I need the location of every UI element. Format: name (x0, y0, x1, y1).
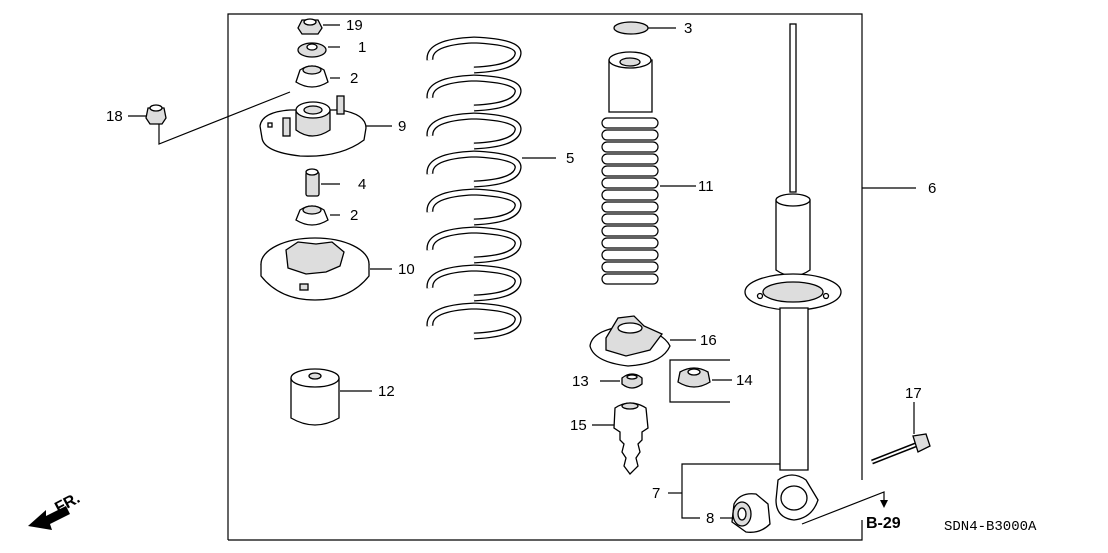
part-1-washer (297, 42, 327, 58)
callout-4: 4 (358, 176, 366, 193)
part-15-bump-rubber (613, 402, 649, 475)
callout-8: 8 (706, 510, 714, 527)
part-2-lower-bushing (295, 205, 329, 226)
callout-3: 3 (684, 20, 692, 37)
reference-label: B-29 (866, 515, 901, 532)
part-13-washer (621, 373, 643, 389)
part-10-spring-seat (260, 237, 370, 301)
part-16-spring-seat (589, 315, 671, 367)
part-4-collar (305, 168, 320, 197)
part-3-cap (613, 21, 649, 35)
callout-6: 6 (928, 180, 936, 197)
callout-2-upper: 2 (350, 70, 358, 87)
diagram-code: SDN4-B3000A (944, 519, 1037, 535)
part-14-bushing (677, 367, 711, 388)
callout-7: 7 (652, 485, 660, 502)
frame-bottom (228, 520, 863, 541)
callout-13: 13 (572, 373, 589, 390)
frame (227, 13, 863, 540)
part-9-mount-base (259, 95, 367, 157)
part-17-bolt (871, 433, 931, 465)
callout-15: 15 (570, 417, 587, 434)
callout-2-lower: 2 (350, 207, 358, 224)
callout-19: 19 (346, 17, 363, 34)
callout-11: 11 (698, 178, 714, 195)
callout-10: 10 (398, 261, 415, 278)
part-18-nut (145, 104, 167, 125)
callout-18: 18 (106, 108, 123, 125)
part-12-bump-stop (290, 368, 340, 426)
callout-1: 1 (358, 39, 366, 56)
part-6-shock-absorber (744, 23, 842, 521)
front-direction-arrow (28, 506, 70, 530)
part-8-bushing (731, 493, 771, 533)
callout-12: 12 (378, 383, 395, 400)
callout-16: 16 (700, 332, 717, 349)
part-2-upper-bushing (295, 65, 329, 88)
callout-5: 5 (566, 150, 574, 167)
part-5-coil-spring (426, 36, 522, 340)
part-19-nut (297, 18, 323, 35)
callout-14: 14 (736, 372, 753, 389)
callout-9: 9 (398, 118, 406, 135)
callout-17: 17 (905, 385, 922, 402)
part-11-dust-boot (601, 51, 659, 285)
